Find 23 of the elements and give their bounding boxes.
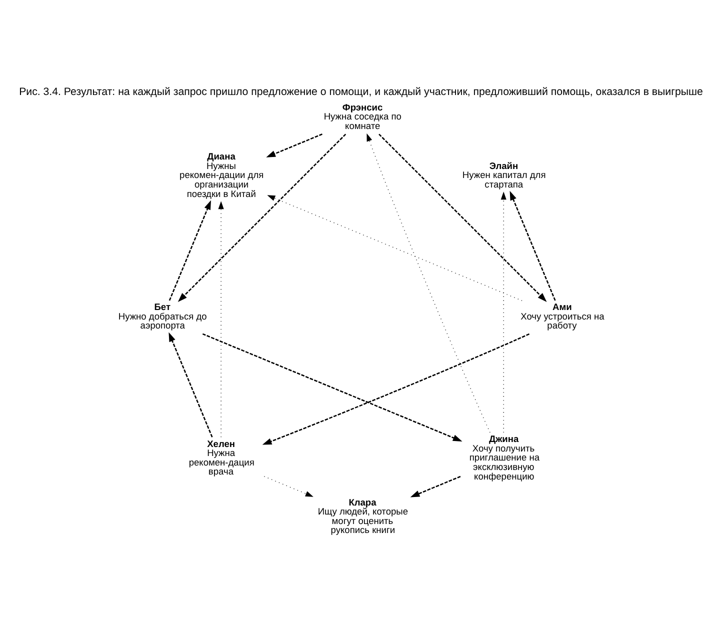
diagram-title: Рис. 3.4. Результат: на каждый запрос пришло предложение о помощи, и каждый участник, предложивший помощь, оказался в выигрыше [19, 85, 703, 98]
node-text: Бет Нужно добраться до аэропорта [118, 302, 207, 330]
arrow [218, 200, 224, 437]
arrow [262, 332, 530, 444]
node-text: Клара Ищу людей, которые могут оценить рукопись книги [318, 496, 408, 535]
arrow [500, 191, 506, 432]
node-text: Ами Хочу устроиться на работу [520, 302, 604, 330]
arrow [264, 476, 314, 496]
arrow [178, 133, 346, 302]
node-text: Джина Хочу получить приглашение на эксклюзивную конференцию [469, 434, 540, 481]
arrow [510, 190, 556, 300]
arrow [168, 200, 211, 300]
arrow [410, 475, 461, 497]
arrow [168, 332, 213, 437]
node-text: Диана Нужны рекомен-дации для организации поездки в Китай [180, 151, 264, 198]
node-text: Фрэнсис Нужна соседка по комнате [324, 102, 402, 130]
arrow [366, 132, 490, 432]
node-text: Элайн Нужен капитал для стартапа [462, 160, 546, 189]
arrow [266, 133, 322, 157]
arrow [267, 194, 522, 301]
node-text: Хелен Нужна рекомен-дация врача [188, 438, 254, 476]
arrow [378, 133, 547, 302]
arrow [202, 332, 462, 441]
